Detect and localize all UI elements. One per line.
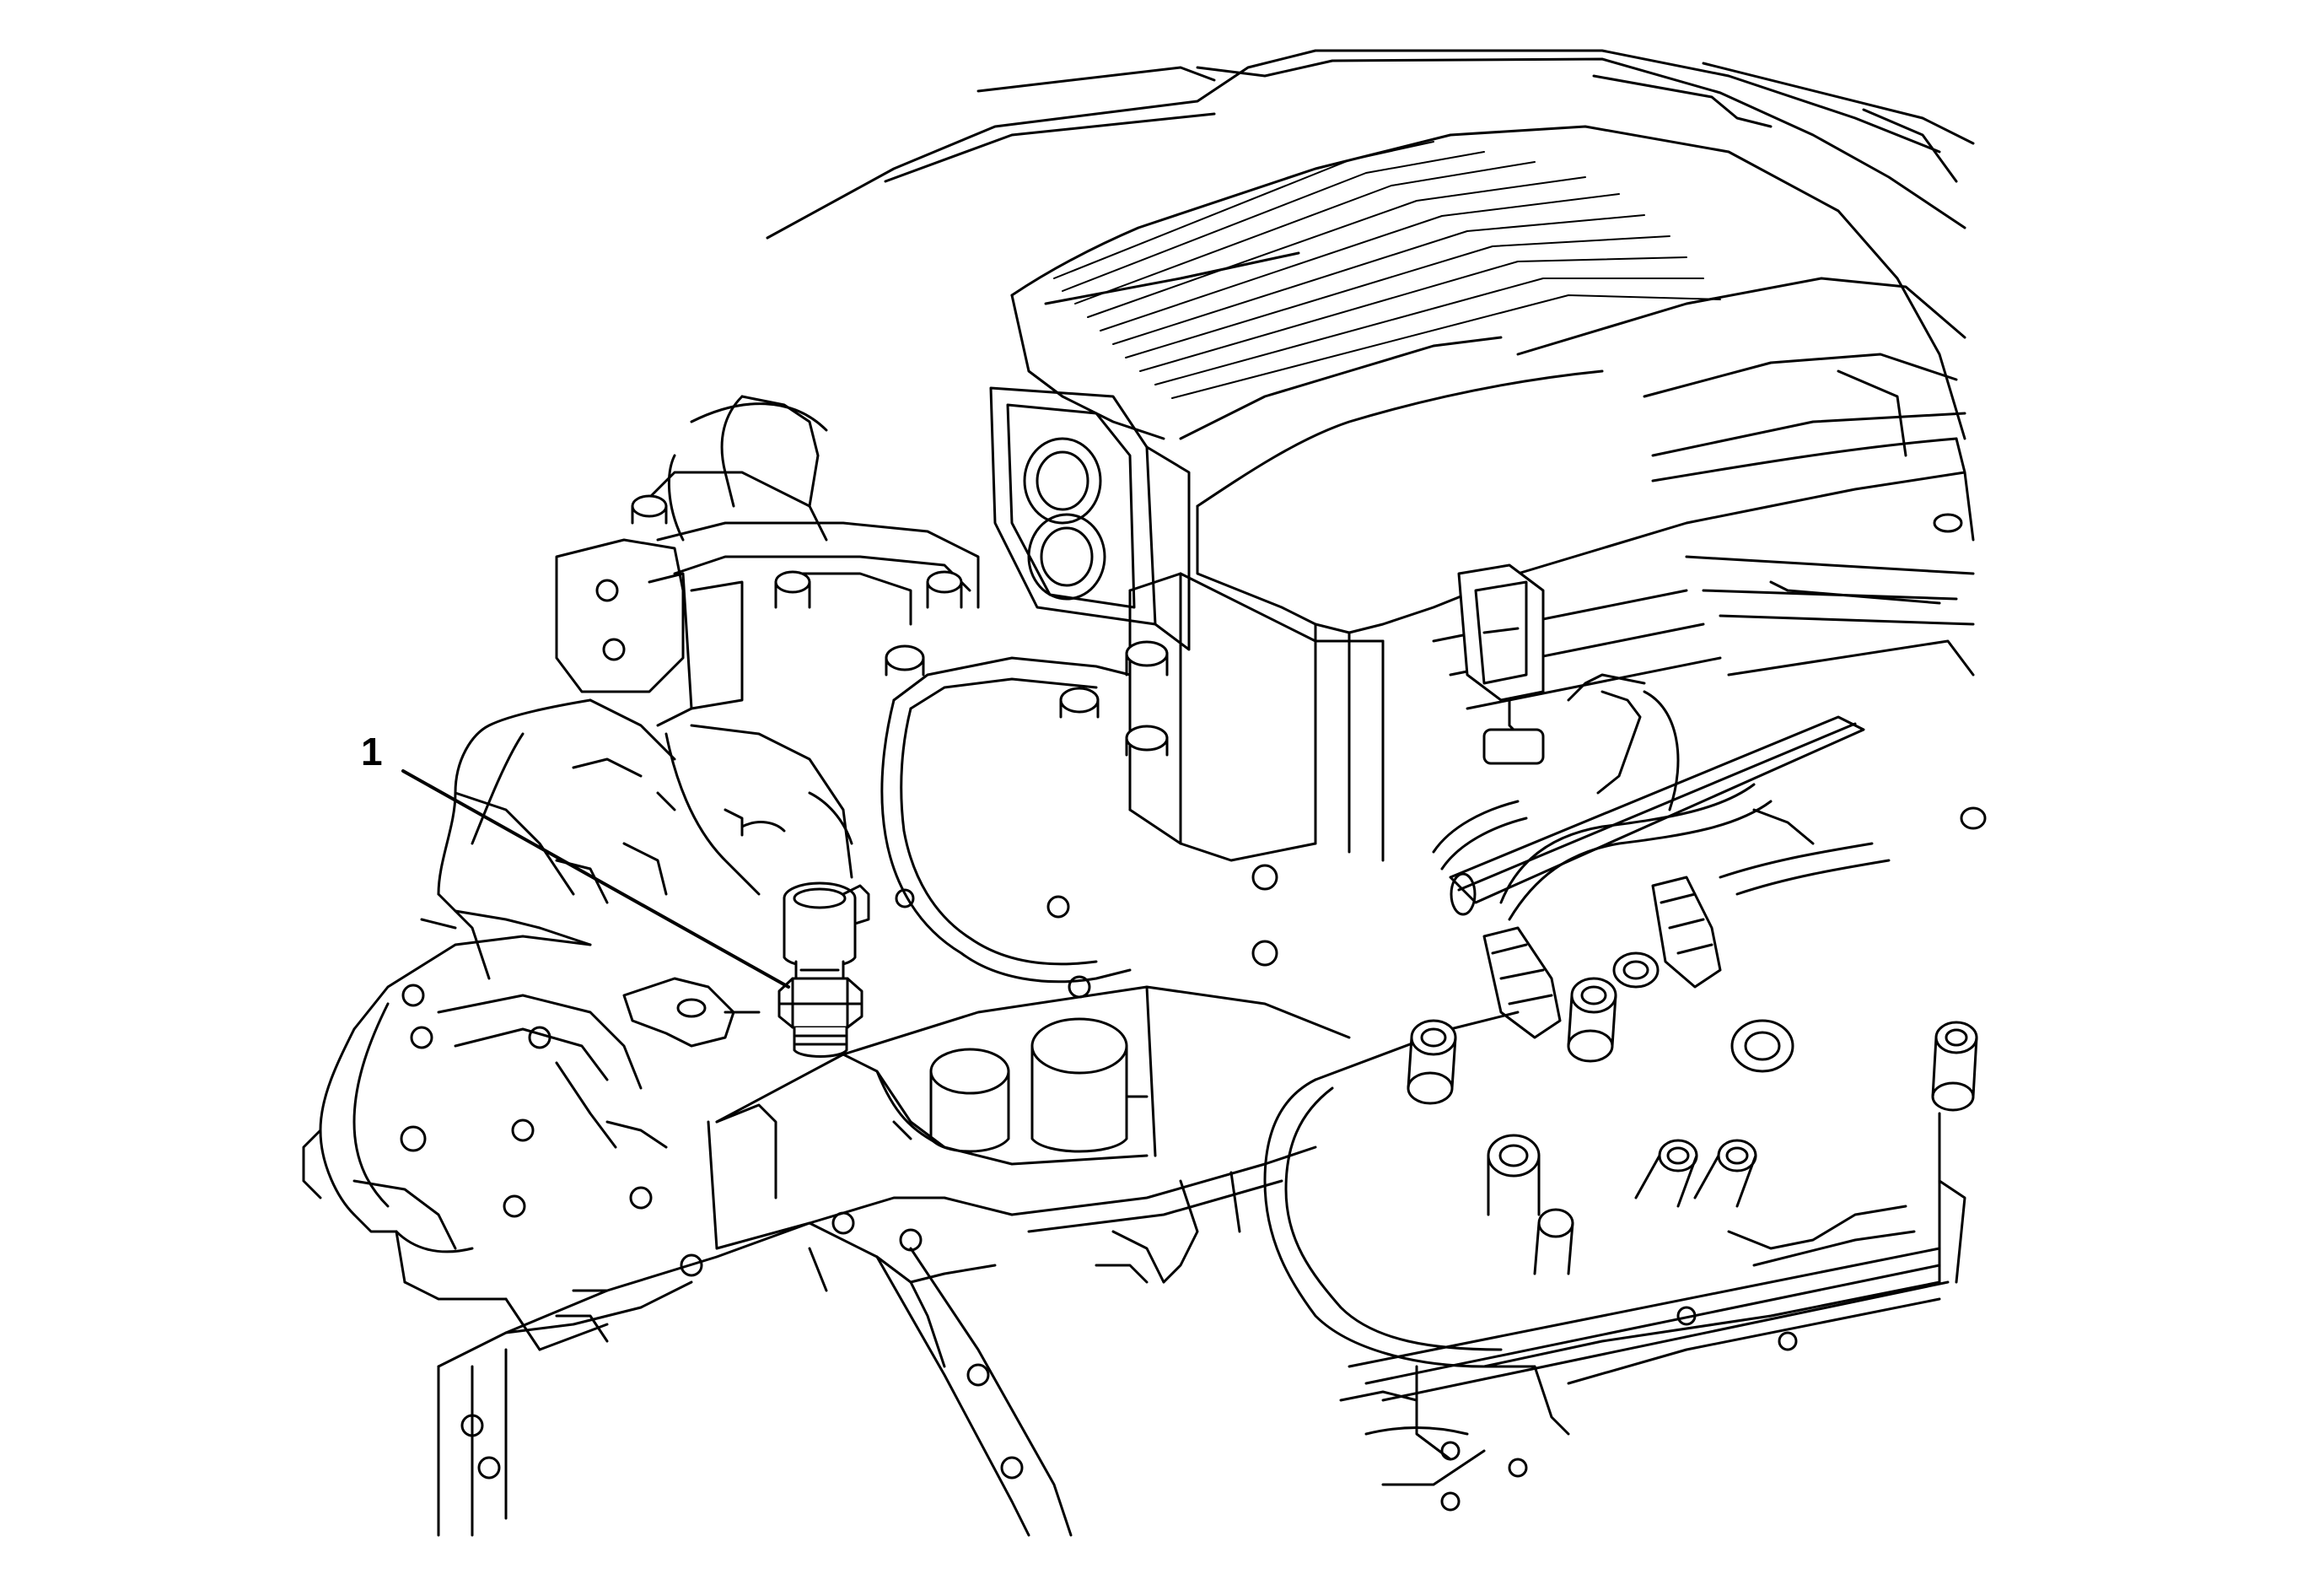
front-deck [715,985,1351,1166]
cylinder-head [1263,1011,1966,1512]
callout-1-leader [401,769,790,989]
head-bolts [1407,806,1987,1275]
lower-block [437,1103,1317,1537]
callout-label-1: 1 [361,730,383,774]
block-face [302,909,668,1301]
left-block [437,395,980,1048]
timing-cover [880,640,1169,999]
fuel-rail-injectors [1432,673,1891,1039]
map-sensor-bracket [1457,563,1545,765]
intake-manifold-cover [766,49,1975,967]
pressure-sensor [777,881,870,1058]
